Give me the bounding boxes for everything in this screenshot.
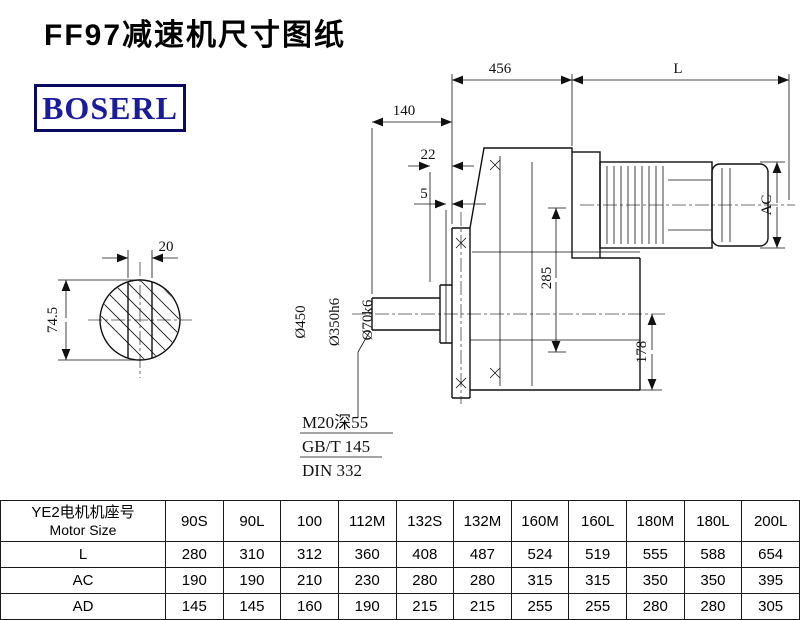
page-title: FF97减速机尺寸图纸 xyxy=(44,19,347,52)
dim-74-5: 74.5 xyxy=(45,307,61,333)
cell-AC-160L: 315 xyxy=(568,567,627,594)
note-leaders xyxy=(300,330,393,458)
dim-20: 20 xyxy=(159,239,174,255)
cell-AC-132M: 280 xyxy=(453,567,512,594)
note-thread-m20: M20深55 xyxy=(302,413,368,432)
column-header-180M: 180M xyxy=(626,500,685,542)
dim-dia450: Ø450 xyxy=(293,305,309,338)
column-header-160L: 160L xyxy=(568,500,627,542)
cell-AC-200L: 395 xyxy=(741,567,800,594)
dim-AC: AC xyxy=(759,195,775,216)
cell-L-180M: 555 xyxy=(626,541,685,568)
cell-L-90L: 310 xyxy=(222,541,282,568)
cell-L-132M: 487 xyxy=(453,541,512,568)
cell-AC-180M: 350 xyxy=(626,567,685,594)
cell-L-90S: 280 xyxy=(165,541,224,568)
motor-size-header-cn: YE2电机机座号 xyxy=(31,503,135,521)
motor-outline xyxy=(571,151,769,259)
cell-L-100: 312 xyxy=(280,541,339,568)
cell-L-160L: 519 xyxy=(568,541,627,568)
section-hatching xyxy=(101,281,179,359)
column-header-200L: 200L xyxy=(741,500,800,542)
cell-AC-132S: 280 xyxy=(395,567,455,594)
dim-22: 22 xyxy=(421,147,436,163)
gearbox-outline xyxy=(371,147,641,399)
row-label-AC: AC xyxy=(0,567,166,594)
dim-140: 140 xyxy=(393,103,416,119)
cell-L-180L: 588 xyxy=(683,541,743,568)
motor-size-header-en: Motor Size xyxy=(49,521,117,538)
dim-dia350h6: Ø350h6 xyxy=(327,297,343,346)
cell-AC-100: 210 xyxy=(280,567,339,594)
center-lines xyxy=(88,204,795,404)
cell-L-112M: 360 xyxy=(337,541,397,568)
column-header-132M: 132M xyxy=(453,500,512,542)
cell-L-132S: 408 xyxy=(395,541,455,568)
column-header-180L: 180L xyxy=(683,500,743,542)
dimension-lines xyxy=(61,75,789,390)
dim-dia70k6: Ø70k6 xyxy=(360,299,376,340)
note-gbt-145: GB/T 145 xyxy=(302,437,370,456)
dim-178: 178 xyxy=(634,341,650,364)
cell-AC-90S: 190 xyxy=(165,567,224,594)
dim-L: L xyxy=(673,61,682,77)
column-header-112M: 112M xyxy=(337,500,397,542)
note-din-332: DIN 332 xyxy=(302,461,362,480)
column-header-90L: 90L xyxy=(222,500,282,542)
technical-drawing: 456 L 140 22 5 20 74.5 AC 285 178 Ø450 Ø… xyxy=(45,61,795,480)
cell-L-200L: 654 xyxy=(741,541,800,568)
boserl-logo: BOSERL xyxy=(34,84,186,132)
cell-L-160M: 524 xyxy=(510,541,570,568)
dim-456: 456 xyxy=(489,61,512,77)
column-header-132S: 132S xyxy=(395,500,455,542)
column-header-100: 100 xyxy=(280,500,339,542)
cell-AC-90L: 190 xyxy=(222,567,282,594)
column-header-160M: 160M xyxy=(510,500,570,542)
dim-5: 5 xyxy=(420,186,428,202)
dim-285: 285 xyxy=(539,267,555,290)
column-header-90S: 90S xyxy=(165,500,224,542)
shaft-section-view xyxy=(99,279,181,361)
boserl-logo-text: BOSERL xyxy=(42,90,178,126)
cell-AC-160M: 315 xyxy=(510,567,570,594)
cell-AC-180L: 350 xyxy=(683,567,743,594)
row-label-L: L xyxy=(0,541,166,568)
cell-AC-112M: 230 xyxy=(337,567,397,594)
